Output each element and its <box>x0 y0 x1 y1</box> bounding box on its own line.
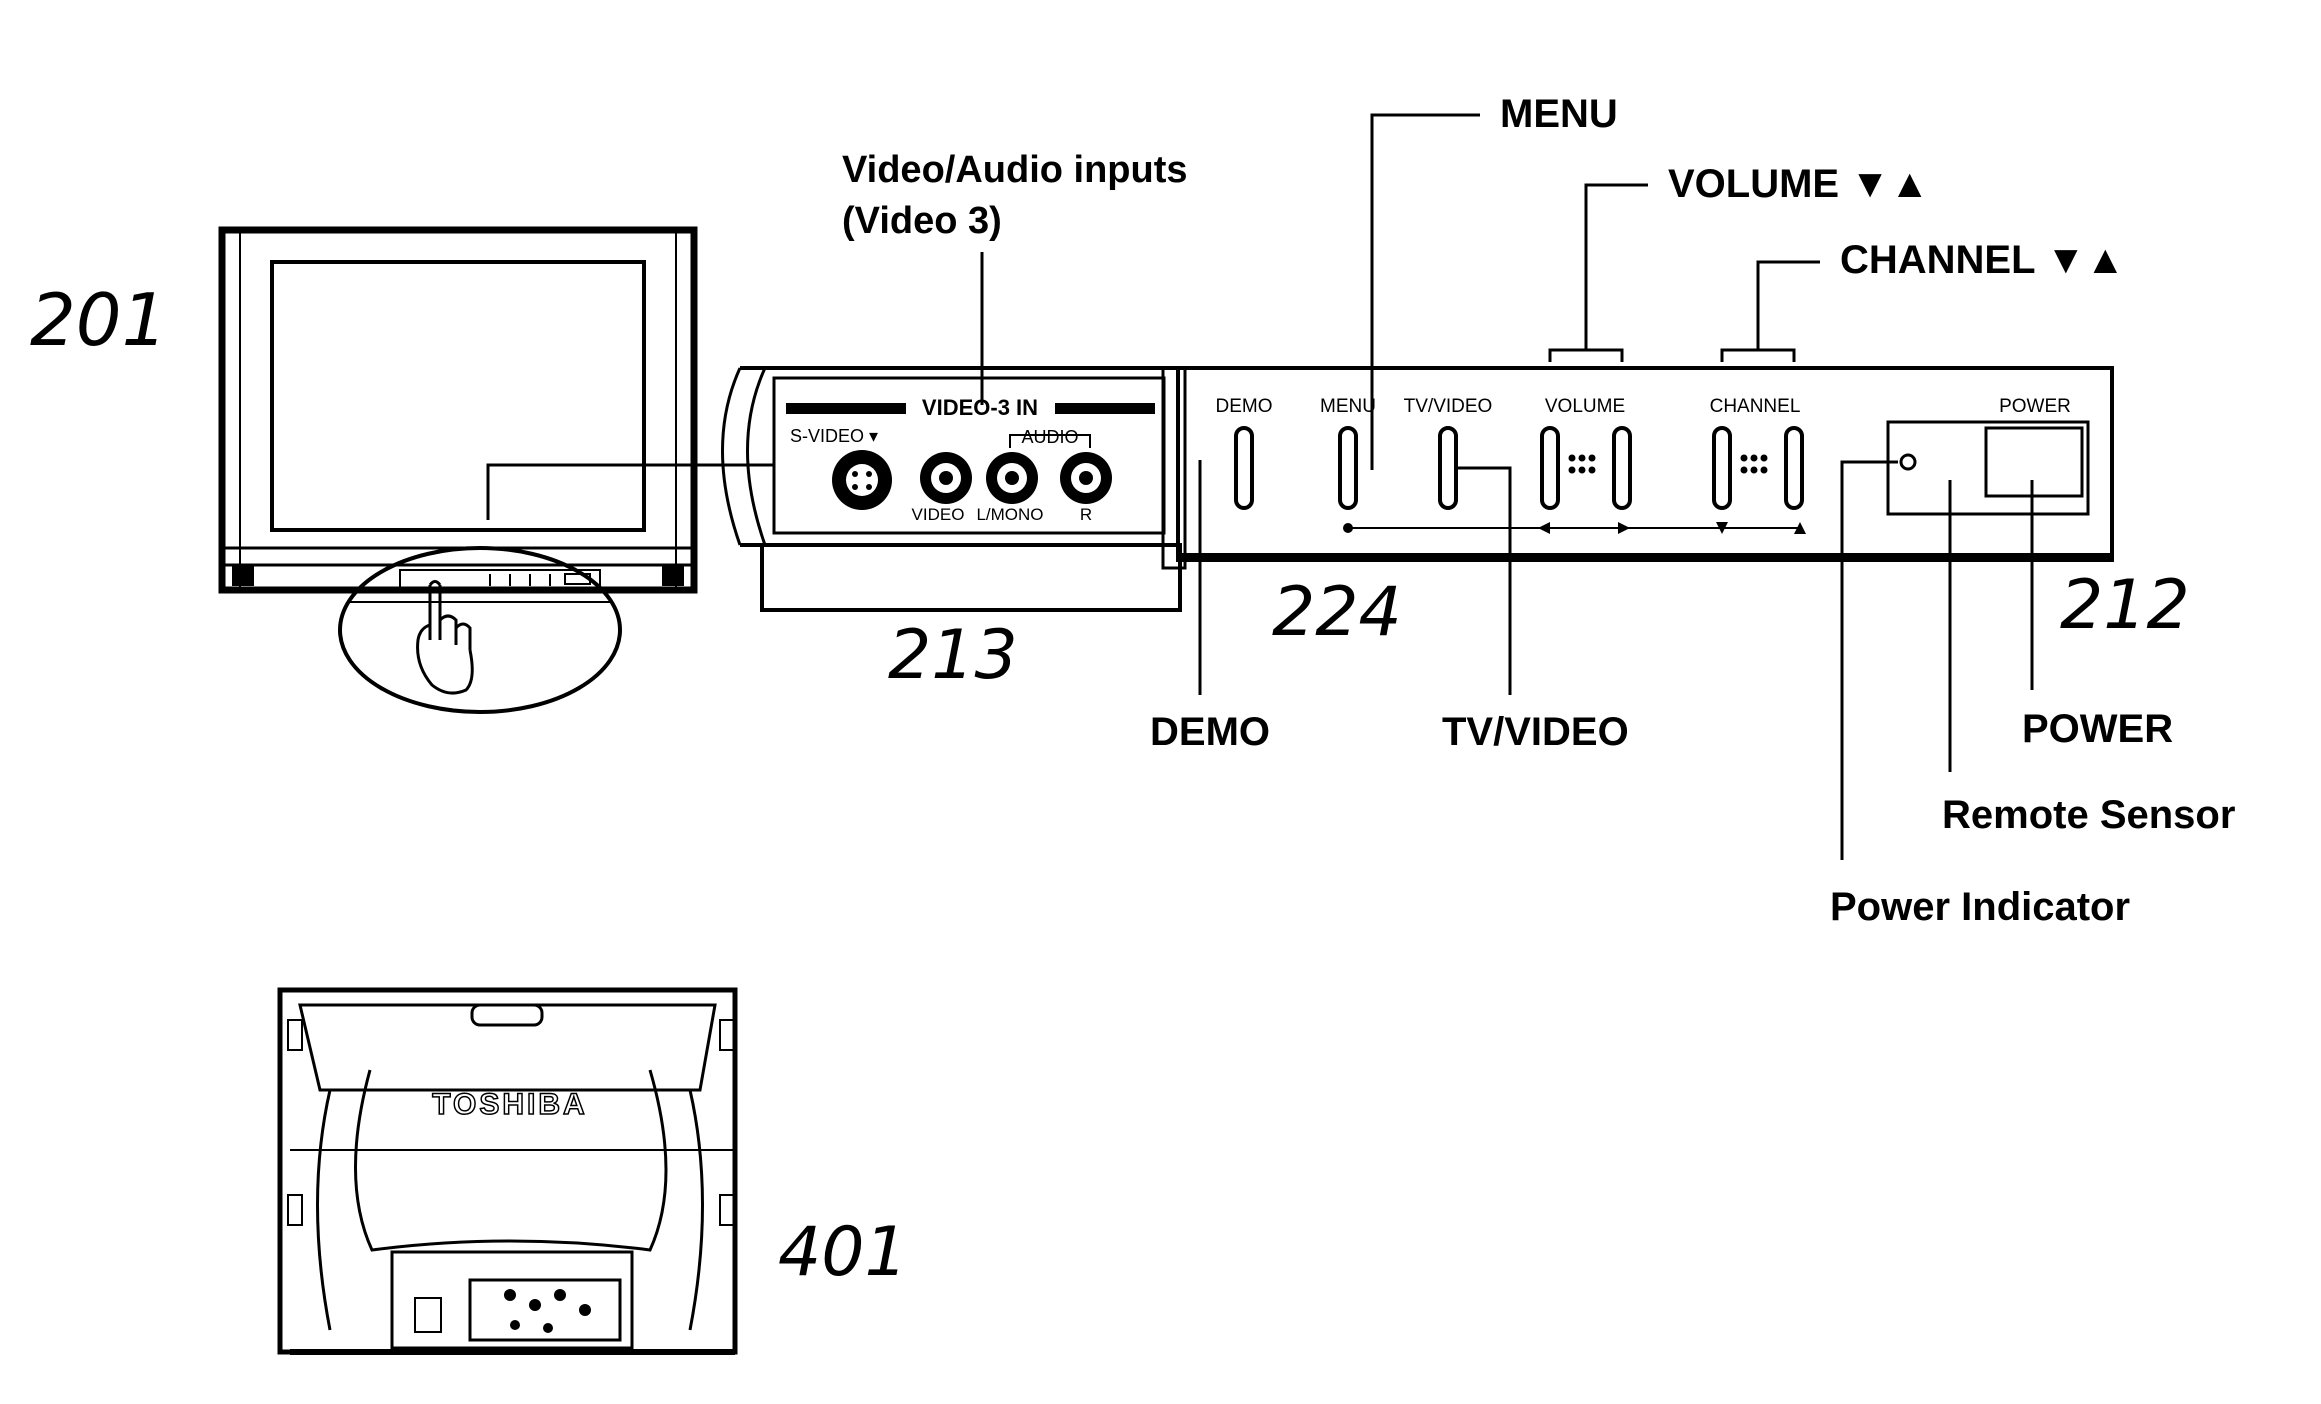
toshiba-logo: TOSHIBA <box>432 1088 587 1121</box>
callout-labels: MENU VOLUME ▼▲ CHANNEL ▼▲ DEMO TV/VIDEO … <box>1150 92 2235 929</box>
panel-svideo-label: S-VIDEO ▾ <box>790 426 878 446</box>
left-arrow-icon <box>1538 522 1550 534</box>
panel-video-jack-label: VIDEO <box>912 505 965 524</box>
callout-menu: MENU <box>1500 92 1618 136</box>
remote-sensor-window <box>1930 432 1982 492</box>
callout-inputs-line1: Video/Audio inputs <box>842 149 1188 191</box>
pointing-hand-icon <box>416 580 474 695</box>
volume-up-button[interactable] <box>1612 426 1632 510</box>
tv-video-button[interactable] <box>1438 426 1458 510</box>
channel-dots-icon <box>1740 454 1768 474</box>
ref-201: 201 <box>30 278 167 362</box>
ref-212: 212 <box>2060 566 2190 645</box>
channel-down-button[interactable] <box>1712 426 1732 510</box>
panel-lmono-jack-label: L/MONO <box>976 505 1043 524</box>
rear-terminal-block <box>468 1278 622 1342</box>
audio-l-mono-jack <box>986 452 1038 504</box>
volume-down-button[interactable] <box>1540 426 1560 510</box>
callout-leaders <box>1198 113 2034 860</box>
panel-tv-video-label: TV/VIDEO <box>1404 396 1493 417</box>
panel-audio-label: AUDIO <box>1021 427 1078 447</box>
power-button[interactable] <box>1990 432 2078 492</box>
tv-front-view: 201 <box>30 226 775 714</box>
channel-up-button[interactable] <box>1784 426 1804 510</box>
ref-224: 224 <box>1272 573 1402 652</box>
callout-inputs-line2: (Video 3) <box>842 200 1002 242</box>
callout-channel: CHANNEL ▼▲ <box>1840 238 2125 282</box>
volume-dots-icon <box>1568 454 1596 474</box>
right-arrow-icon <box>1618 522 1630 534</box>
menu-button[interactable] <box>1338 426 1358 510</box>
panel-video3-in-label: VIDEO-3 IN <box>922 395 1038 420</box>
panel-demo-label: DEMO <box>1216 396 1273 417</box>
demo-button[interactable] <box>1234 426 1254 510</box>
menu-nav-dot-icon <box>1343 523 1353 533</box>
ref-213: 213 <box>888 616 1018 695</box>
panel-r-jack-label: R <box>1080 505 1092 524</box>
panel-volume-label: VOLUME <box>1545 396 1625 417</box>
callout-volume: VOLUME ▼▲ <box>1668 162 1929 206</box>
tv-rear-view: TOSHIBA 401 <box>277 987 908 1355</box>
up-arrow-icon <box>1794 522 1806 534</box>
callout-power: POWER <box>2022 707 2173 751</box>
input-panel: VIDEO-3 IN S-VIDEO ▾ AUDIO <box>721 149 1188 695</box>
panel-channel-label: CHANNEL <box>1710 396 1801 417</box>
callout-demo: DEMO <box>1150 710 1270 754</box>
ref-401: 401 <box>778 1213 908 1292</box>
audio-r-jack <box>1060 452 1112 504</box>
panel-power-label: POWER <box>1999 396 2071 417</box>
down-arrow-icon <box>1716 522 1728 534</box>
callout-power-indicator: Power Indicator <box>1830 885 2130 929</box>
video-jack <box>920 452 972 504</box>
callout-tv-video: TV/VIDEO <box>1442 710 1629 754</box>
callout-remote-sensor: Remote Sensor <box>1942 793 2235 837</box>
svideo-jack <box>832 450 892 510</box>
power-indicator-led <box>1899 453 1917 471</box>
panel-menu-label: MENU <box>1320 396 1376 417</box>
front-control-panel: DEMO MENU TV/VIDEO VOLUME CHANNEL POWER <box>1176 366 2190 652</box>
